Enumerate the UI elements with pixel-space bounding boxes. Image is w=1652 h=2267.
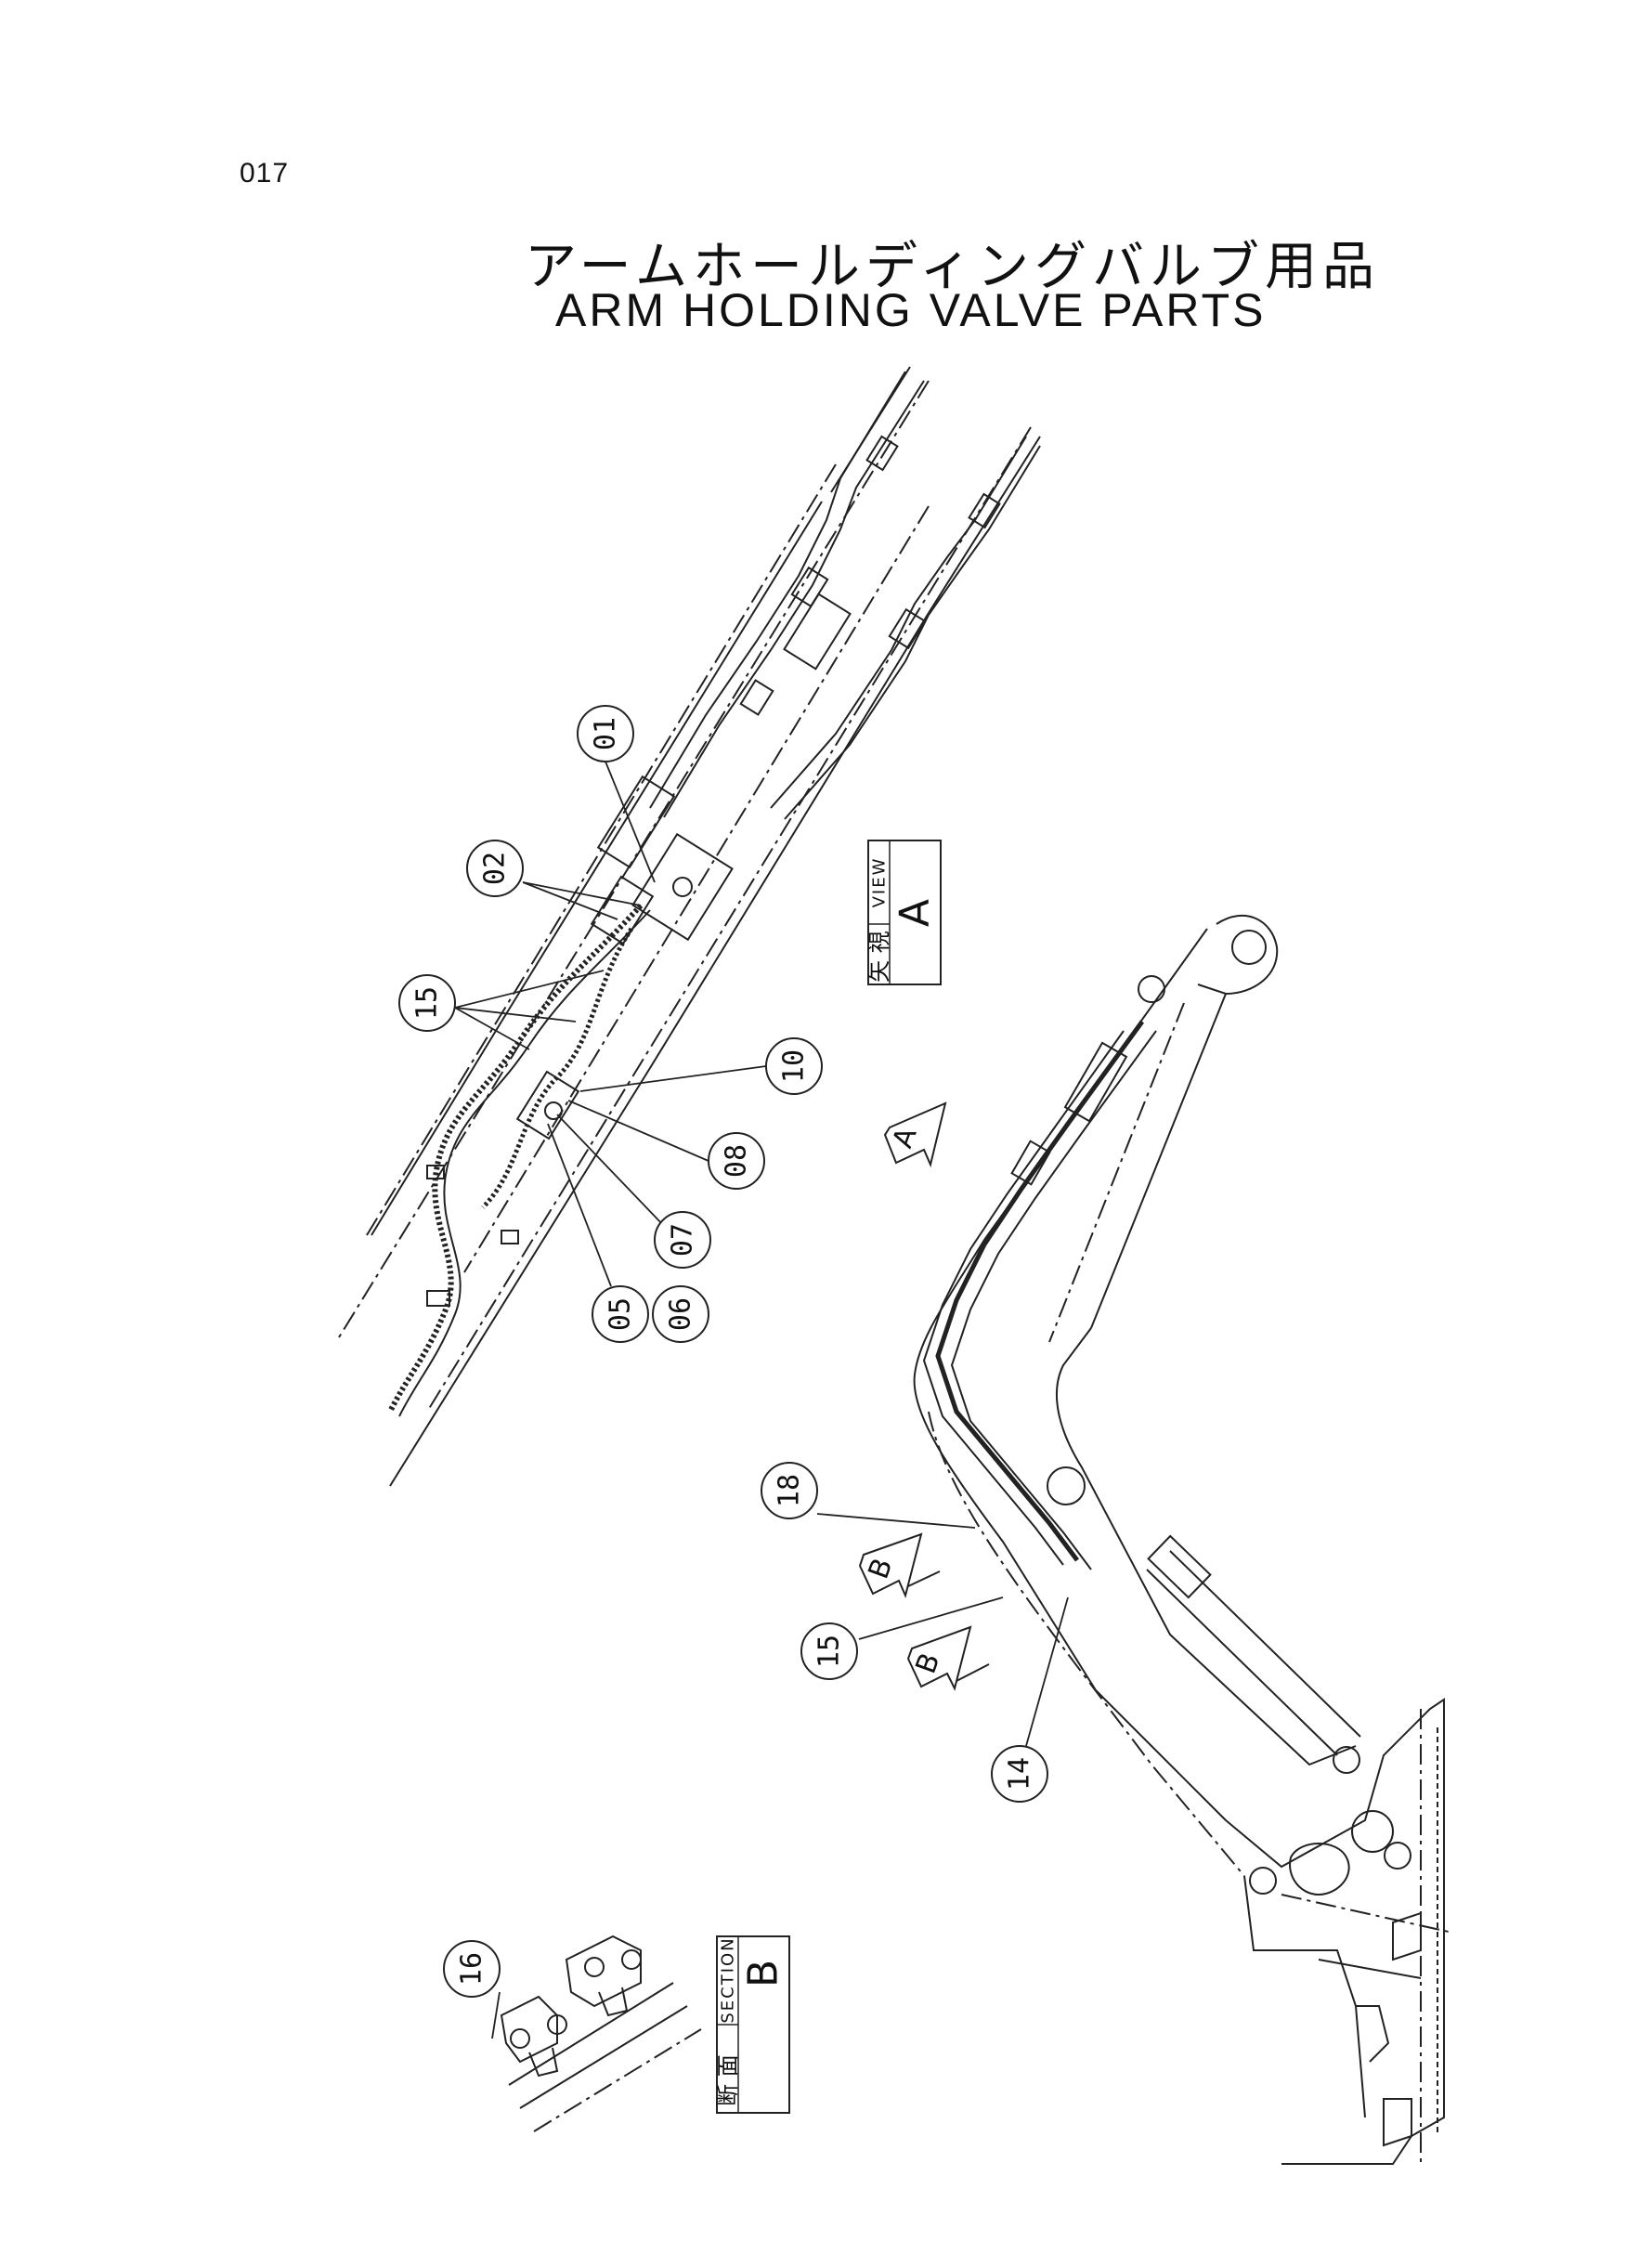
svg-text:14: 14 (1004, 1757, 1036, 1791)
svg-text:16: 16 (456, 1952, 488, 1986)
callout-05: 05 (592, 1285, 649, 1343)
callout-07: 07 (654, 1211, 711, 1269)
arm-detail-drawing (338, 366, 1041, 1487)
view-arrows (858, 1101, 990, 1691)
view-a-tag: 矢 視 VIEW A (866, 840, 942, 985)
svg-text:05: 05 (605, 1297, 637, 1331)
view-arrow-a-label: A (887, 1123, 924, 1153)
svg-text:15: 15 (411, 986, 444, 1020)
svg-text:01: 01 (590, 717, 622, 750)
section-b-jp: 断 面 (715, 2054, 741, 2106)
svg-text:08: 08 (721, 1144, 753, 1178)
svg-text:18: 18 (774, 1474, 806, 1507)
callout-15-upper: 15 (398, 974, 456, 1032)
svg-text:07: 07 (667, 1223, 699, 1257)
callout-08: 08 (708, 1132, 765, 1190)
svg-text:10: 10 (778, 1049, 811, 1083)
section-b-en: SECTION (719, 1936, 738, 2023)
boom-arm-drawing (913, 915, 1450, 2165)
page-number: 017 (240, 158, 290, 189)
callout-16: 16 (443, 1940, 501, 1998)
svg-text:02: 02 (479, 852, 512, 885)
section-b-drawing (500, 1935, 702, 2132)
callout-15-lower: 15 (800, 1622, 858, 1680)
title-japanese: アームホールディングバルブ用品 (525, 237, 1381, 297)
callout-14: 14 (991, 1745, 1048, 1803)
view-a-jp: 矢 視 (866, 931, 892, 983)
callout-01: 01 (577, 705, 634, 762)
view-arrow-b1-label: B (863, 1554, 900, 1583)
callout-06: 06 (652, 1285, 709, 1343)
svg-text:15: 15 (813, 1635, 846, 1668)
section-b-letter: B (740, 1960, 787, 1987)
leader-lines (454, 761, 1069, 2039)
title-english: ARM HOLDING VALVE PARTS (555, 284, 1267, 336)
section-b-tag: 断 面 SECTION B (715, 1935, 790, 2114)
callout-02: 02 (466, 840, 524, 897)
callout-18: 18 (761, 1462, 818, 1519)
view-a-en: VIEW (870, 857, 890, 908)
svg-text:06: 06 (665, 1297, 697, 1331)
callout-10: 10 (765, 1037, 823, 1095)
view-a-letter: A (891, 899, 939, 927)
